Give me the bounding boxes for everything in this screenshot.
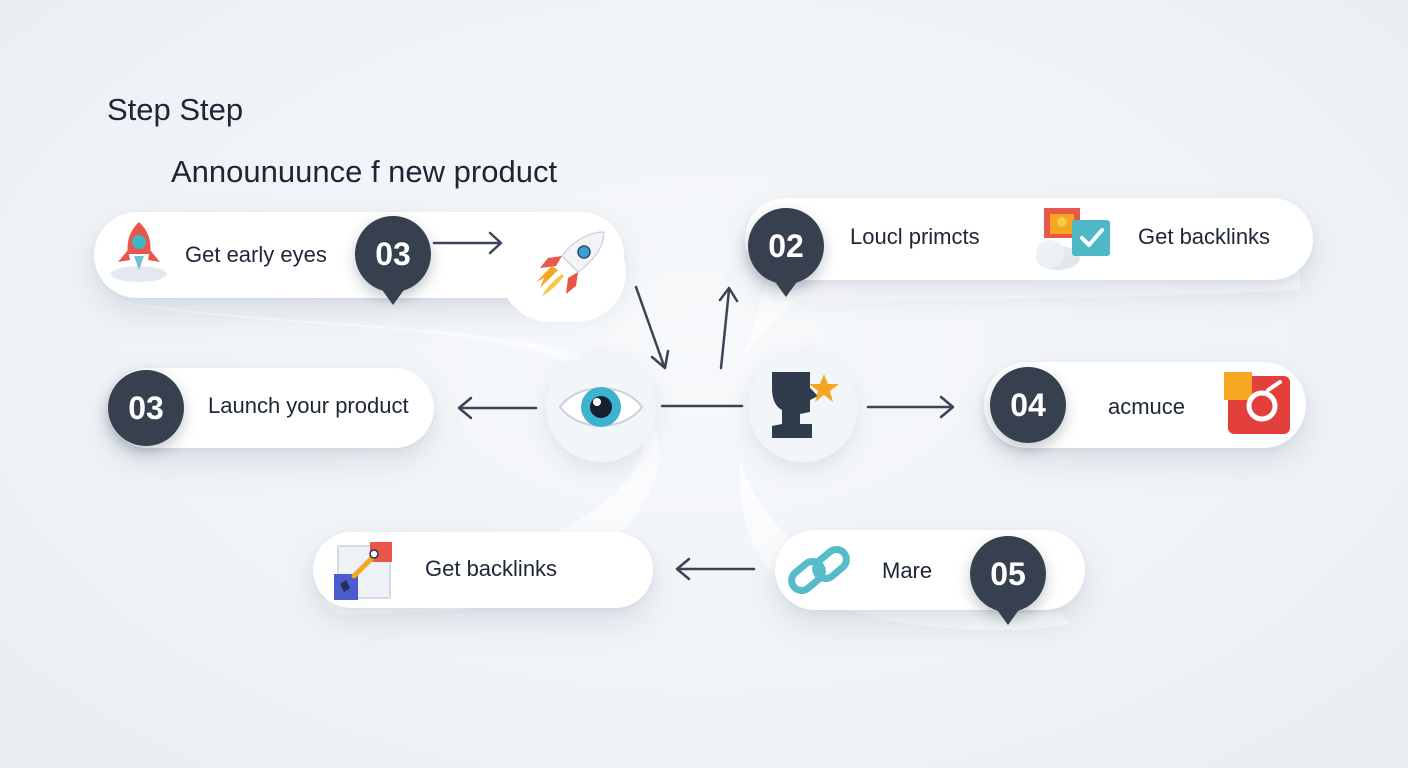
arrow-right-to-acmuce <box>866 395 955 419</box>
card-acmuce-label: acmuce <box>1108 394 1186 419</box>
photo-check-icon <box>1036 208 1110 270</box>
card-get-early-eyes-label: Get early eyes <box>185 242 327 267</box>
swoosh-right-top <box>740 255 1300 360</box>
card-backlinks-left-label: Get backlinks <box>425 556 558 581</box>
page-title: Step Step <box>107 92 244 127</box>
arrow-left-to-backlinks <box>675 557 756 581</box>
arrow-left-to-launch <box>457 396 538 420</box>
card-mare-label: Mare <box>882 558 933 583</box>
profile-star-icon <box>772 372 839 438</box>
badge-03-launch: 03 <box>108 370 184 446</box>
badge-02: 02 <box>748 208 824 284</box>
page-subtitle: Announuunce f new product <box>171 154 558 189</box>
eye-icon <box>558 387 644 427</box>
badge-04: 04 <box>990 367 1066 443</box>
link-chain-icon <box>788 546 850 594</box>
badge-05: 05 <box>970 536 1046 612</box>
card-local-prints-label2: Get backlinks <box>1138 224 1271 249</box>
card-local-prints[interactable] <box>745 198 1313 280</box>
share-icon <box>334 542 392 600</box>
target-icon <box>1224 372 1290 434</box>
card-launch-label: Launch your product <box>208 393 409 418</box>
arrow-rocket-to-eye <box>634 285 670 370</box>
arrow-up-to-local-prints <box>718 286 739 370</box>
rocket-icon <box>536 231 605 296</box>
rocket-small-icon <box>111 222 167 282</box>
badge-03-early-eyes: 03 <box>355 216 431 292</box>
card-local-prints-label: Loucl primcts <box>850 224 980 249</box>
card-get-early-eyes-tail <box>500 222 626 322</box>
arrow-early-eyes-right <box>432 231 503 255</box>
